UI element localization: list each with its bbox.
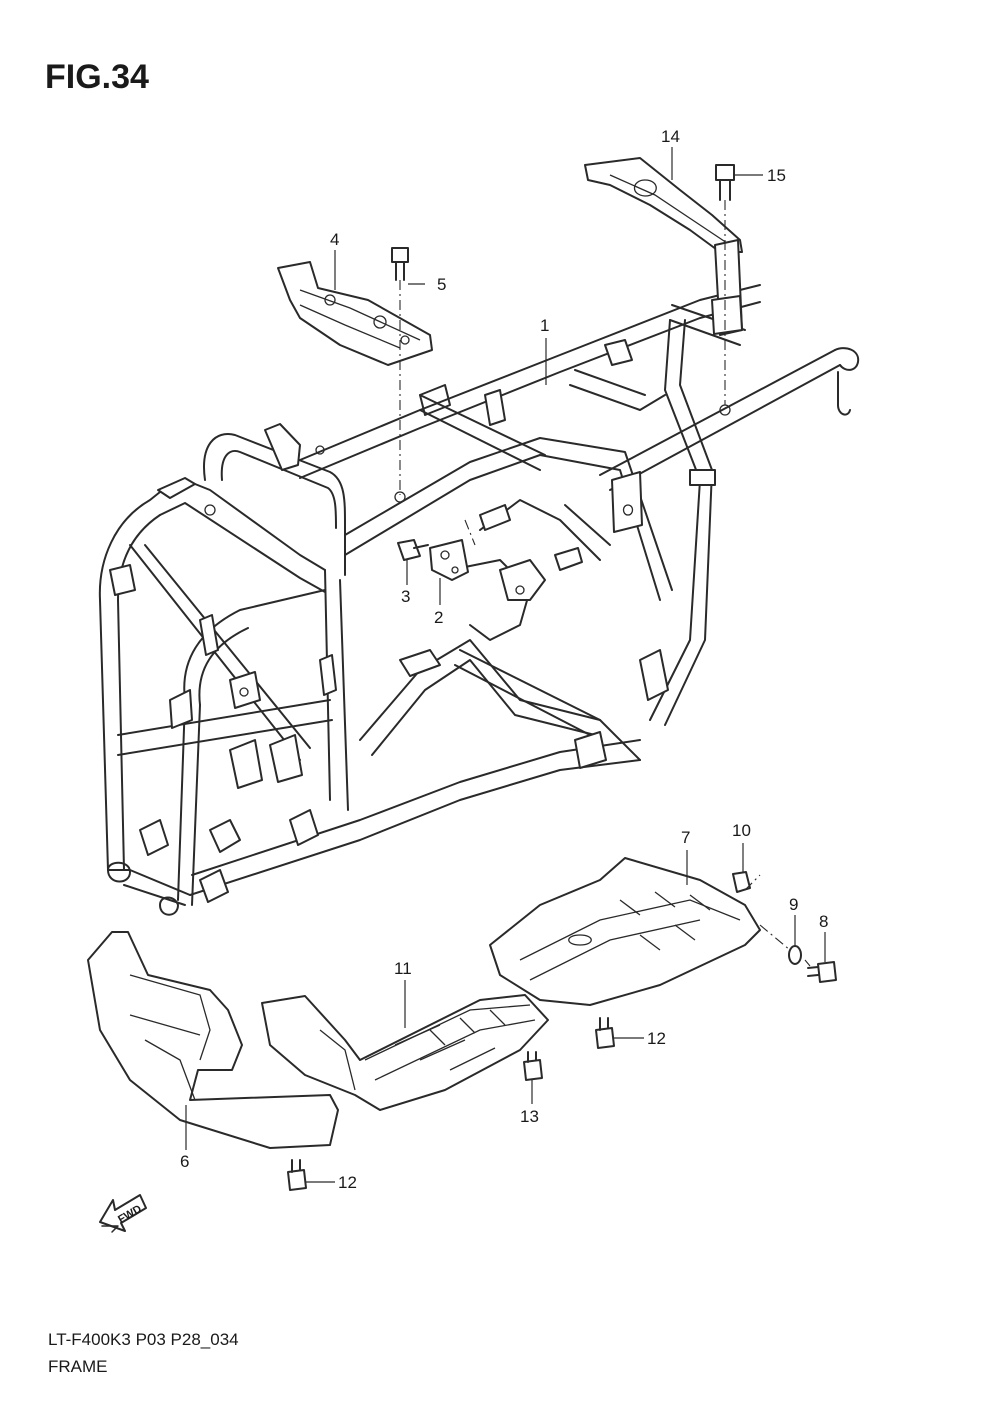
callout-14: 14 — [661, 127, 680, 146]
front-guard-part-6 — [87, 931, 339, 1149]
leader-lines — [185, 147, 826, 1183]
callout-12-b: 12 — [338, 1173, 357, 1192]
bolt-part-12-a — [595, 1017, 615, 1049]
callout-8: 8 — [819, 912, 828, 931]
callout-2: 2 — [434, 608, 443, 627]
nut-part-10 — [732, 871, 751, 893]
callout-7: 7 — [681, 828, 690, 847]
callout-5: 5 — [437, 275, 446, 294]
bolt-part-8 — [807, 961, 837, 983]
bolt-part-12-b — [287, 1159, 307, 1191]
callout-4: 4 — [330, 230, 339, 249]
callout-3: 3 — [401, 587, 410, 606]
callout-12-a: 12 — [647, 1029, 666, 1048]
seat-bracket-part-4 — [277, 261, 433, 366]
fwd-arrow-icon: FWD — [99, 1194, 147, 1233]
bolt-part-15 — [715, 164, 735, 201]
figure-code: LT-F400K3 P03 P28_034 — [48, 1330, 239, 1349]
plate-part-2 — [429, 539, 469, 581]
callout-15: 15 — [767, 166, 786, 185]
callout-numbers: 1 2 3 4 5 6 7 8 9 10 11 12 12 13 14 15 — [180, 127, 828, 1192]
washer-part-9 — [788, 945, 802, 965]
assembly-lines — [399, 200, 811, 967]
frame-assembly — [98, 284, 860, 916]
bolt-part-3 — [397, 539, 429, 561]
bolt-part-13 — [523, 1051, 543, 1081]
callout-1: 1 — [540, 316, 549, 335]
figure-name: FRAME — [48, 1357, 108, 1376]
bolt-part-5 — [391, 247, 409, 281]
figure-title: FIG.34 — [45, 58, 149, 96]
callout-13: 13 — [520, 1107, 539, 1126]
callout-11: 11 — [394, 959, 412, 978]
callout-9: 9 — [789, 895, 798, 914]
rear-bracket-part-14 — [584, 157, 743, 336]
skid-plate-part-7 — [489, 857, 761, 1006]
skid-plate-part-11 — [261, 994, 549, 1111]
callout-10: 10 — [732, 821, 751, 840]
callout-6: 6 — [180, 1152, 189, 1171]
